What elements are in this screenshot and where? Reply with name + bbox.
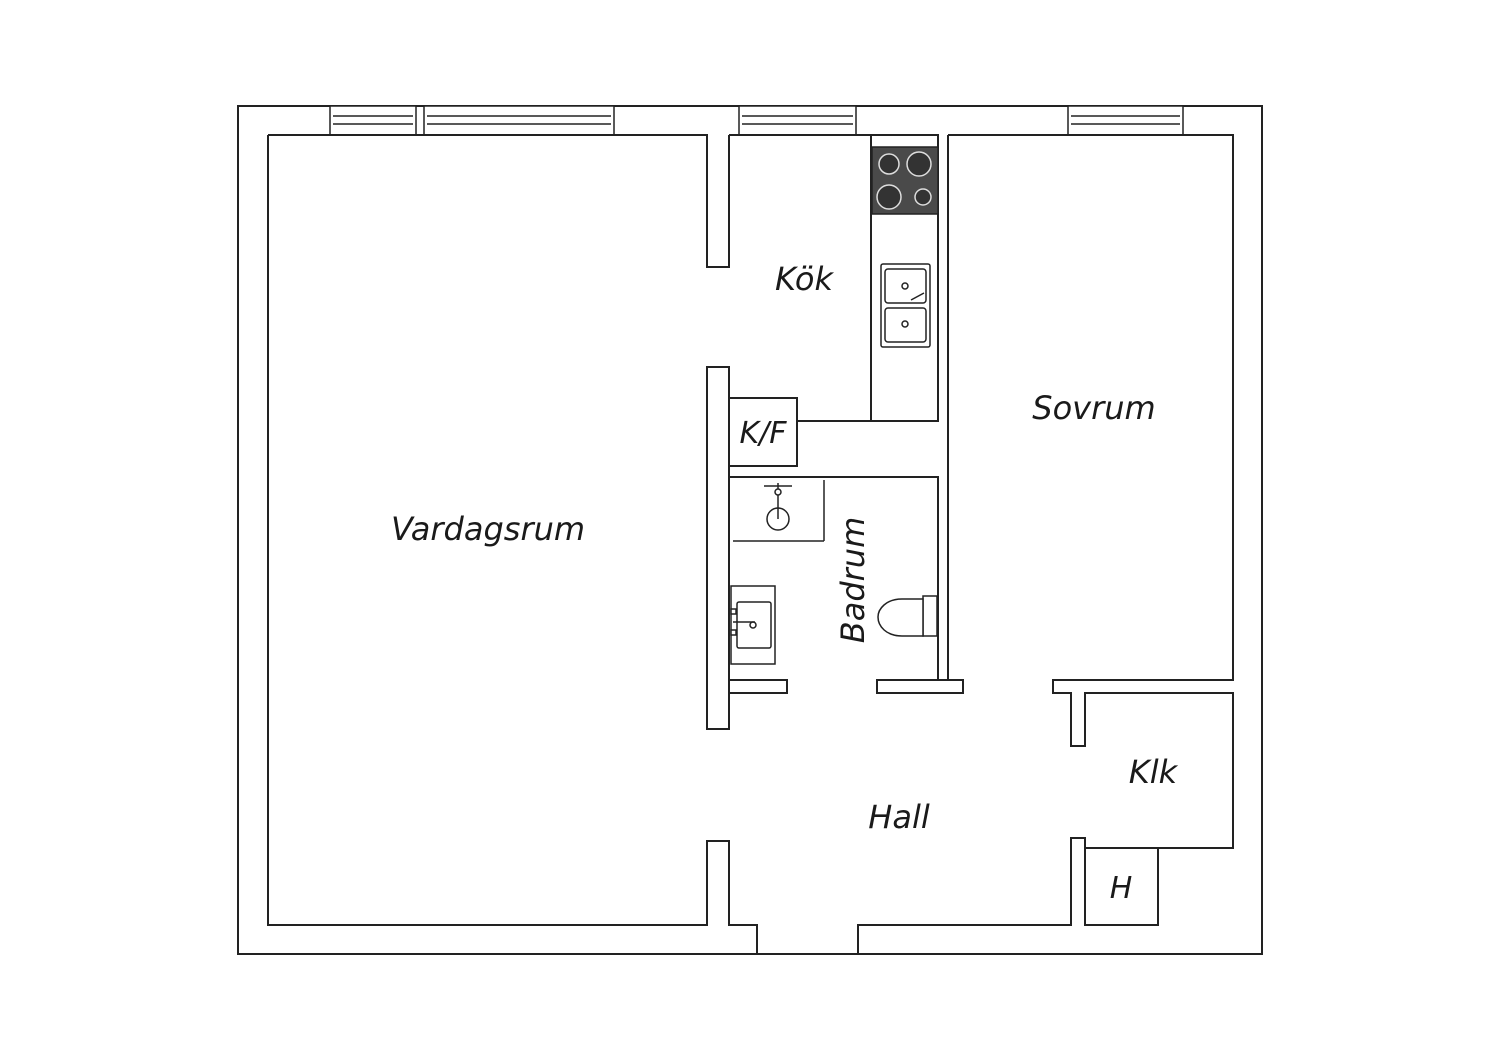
central-partition: [706, 366, 730, 730]
window-bedroom: [1067, 105, 1184, 136]
windows: [329, 105, 1184, 136]
shower-icon: [733, 480, 825, 542]
burner-icon: [914, 188, 932, 206]
burner-icon: [876, 184, 902, 210]
label-wardrobe: H: [1110, 871, 1133, 906]
kitchen-counter: [729, 134, 939, 422]
fridge-freezer-box: [728, 397, 798, 467]
label-hall: Hall: [868, 798, 930, 836]
label-kitchen: Kök: [775, 260, 834, 298]
bathroom-sink-icon: [730, 585, 776, 665]
label-bedroom: Sovrum: [1032, 389, 1155, 427]
window-living-1: [329, 105, 417, 136]
bedroom-outline: [857, 134, 1234, 954]
wardrobe-box: [1084, 847, 1159, 926]
window-kitchen: [738, 105, 857, 136]
label-bathroom: Badrum: [834, 517, 872, 643]
burner-icon: [878, 153, 900, 175]
kitchen-sink-icon: [880, 263, 931, 348]
stove: [871, 146, 939, 215]
bathroom-outline: [729, 476, 964, 694]
label-living-room: Vardagsrum: [391, 510, 585, 548]
toilet-icon: [877, 595, 938, 637]
living-room-outline: [267, 134, 758, 954]
burner-icon: [906, 151, 932, 177]
window-living-2: [423, 105, 615, 136]
label-fridge-freezer: K/F: [739, 416, 787, 451]
interior-walls: [267, 134, 1234, 954]
label-closet: Klk: [1129, 753, 1179, 791]
